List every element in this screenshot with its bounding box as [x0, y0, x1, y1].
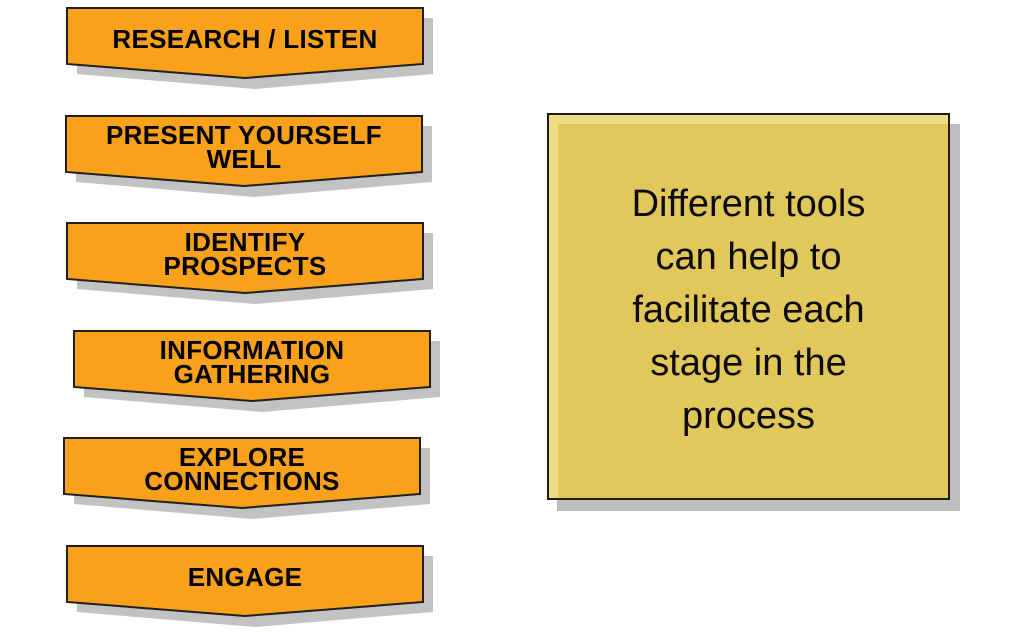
banner-body: [66, 7, 424, 80]
stage-banner-research-listen: RESEARCH / LISTEN: [66, 7, 438, 95]
note-panel-text-line: facilitate each: [632, 289, 865, 331]
stage-label-line: EXPLORE: [178, 442, 306, 472]
banner-pennant-shape: [73, 330, 440, 412]
stage-label: ENGAGE: [67, 545, 423, 609]
banner-body: [66, 545, 424, 618]
stage-label: EXPLORE CONNECTIONS: [64, 437, 420, 501]
banner-pennant-shape: [66, 7, 433, 89]
stage-label: RESEARCH / LISTEN: [67, 7, 423, 71]
stage-label: IDENTIFY PROSPECTS: [67, 222, 423, 286]
stage-label-line: PRESENT YOURSELF: [106, 120, 382, 150]
note-panel-text-line: process: [681, 395, 816, 437]
banner-body: [66, 222, 424, 295]
stage-label: INFORMATION GATHERING: [74, 330, 430, 394]
stage-label: PRESENT YOURSELF WELL: [66, 115, 422, 179]
stage-banner-information-gathering: INFORMATION GATHERING: [73, 330, 445, 418]
stage-label-line: GATHERING: [173, 359, 331, 389]
stage-banner-identify-prospects: IDENTIFY PROSPECTS: [66, 222, 438, 310]
banner-body: [63, 437, 421, 510]
stage-label-line: CONNECTIONS: [144, 466, 340, 496]
stage-label-line: INFORMATION: [159, 335, 345, 365]
stage-label-line: PROSPECTS: [163, 251, 327, 281]
banner-pennant-shape: [66, 545, 433, 627]
stage-label-line: ENGAGE: [187, 562, 303, 592]
stage-label-line: RESEARCH / LISTEN: [112, 24, 378, 54]
banner-pennant-shape: [65, 115, 432, 197]
stage-label-line: IDENTIFY: [184, 227, 306, 257]
stage-label-line: WELL: [206, 144, 282, 174]
note-panel: Different tools can help to facilitate e…: [547, 113, 950, 500]
note-panel-text-line: stage in the: [650, 342, 847, 384]
banner-body: [73, 330, 431, 403]
banner-body: [65, 115, 423, 188]
stage-banner-explore-connections: EXPLORE CONNECTIONS: [63, 437, 435, 525]
stage-banner-present-yourself-well: PRESENT YOURSELF WELL: [65, 115, 437, 203]
note-panel-text-line: can help to: [655, 236, 842, 278]
banner-pennant-shape: [66, 222, 433, 304]
note-panel-text-line: Different tools: [631, 183, 866, 225]
stage-banner-engage: ENGAGE: [66, 545, 438, 632]
banner-pennant-shape: [63, 437, 430, 519]
